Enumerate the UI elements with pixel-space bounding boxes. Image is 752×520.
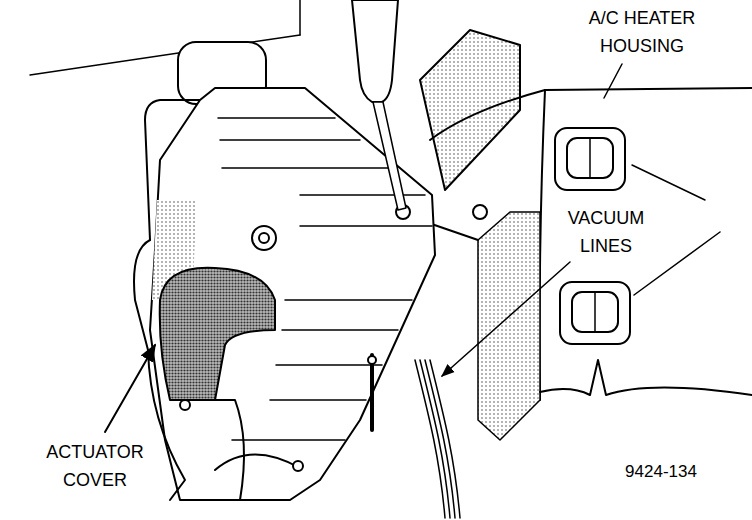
- part-label: VACUUM LINES: [550, 204, 662, 260]
- part-label: A/C HEATER HOUSING: [562, 4, 722, 60]
- part-label: ACTUATOR COVER: [28, 438, 162, 494]
- figure-number: 9424-134: [606, 458, 716, 486]
